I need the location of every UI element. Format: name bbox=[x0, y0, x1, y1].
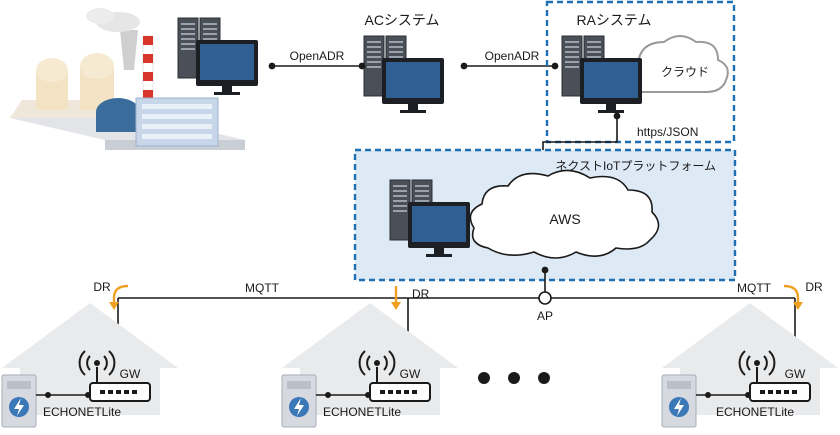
home-3-gw-label: GW bbox=[785, 367, 806, 381]
ra-system-workstation bbox=[561, 35, 643, 114]
server-rack-icon bbox=[177, 17, 259, 96]
home-1-gw-label: GW bbox=[120, 367, 141, 381]
link-endpoint bbox=[460, 62, 468, 70]
openadr-right-label: OpenADR bbox=[485, 49, 540, 63]
mqtt-left-label: MQTT bbox=[245, 281, 280, 295]
home-2-dr-label: DR bbox=[412, 287, 430, 301]
aws-cloud-icon bbox=[469, 169, 660, 259]
ra-system-frame bbox=[545, 0, 736, 144]
monitor-icon bbox=[561, 35, 643, 114]
mqtt-right-label: MQTT bbox=[737, 281, 772, 295]
ac-system-workstation bbox=[363, 35, 445, 114]
home-2-gw-label: GW bbox=[400, 367, 421, 381]
link-endpoint bbox=[358, 62, 366, 70]
https-json-label: https/JSON bbox=[637, 125, 698, 139]
link-endpoint bbox=[268, 62, 276, 70]
link-endpoint bbox=[613, 112, 621, 120]
home-3-device-label: ECHONETLite bbox=[716, 405, 794, 419]
home-3-dr-label: DR bbox=[805, 280, 823, 294]
ellipsis-icon bbox=[478, 372, 550, 384]
aws-label: AWS bbox=[549, 211, 580, 227]
home-1-device-label: ECHONETLite bbox=[43, 405, 121, 419]
ap-node bbox=[538, 291, 552, 305]
power-plant-icon bbox=[10, 8, 245, 150]
ac-system-label: ACシステム bbox=[364, 12, 439, 28]
home-1-dr-label: DR bbox=[93, 280, 111, 294]
ra-system-label: RAシステム bbox=[576, 12, 651, 28]
home-2-device-label: ECHONETLite bbox=[323, 405, 401, 419]
dr-arrow-icon bbox=[391, 286, 401, 310]
monitor-icon bbox=[363, 35, 445, 114]
link-endpoint bbox=[541, 266, 549, 274]
utility-workstation bbox=[177, 17, 259, 96]
link-endpoint bbox=[551, 62, 559, 70]
cloud-label: クラウド bbox=[661, 65, 709, 79]
platform-label: ネクストIoTプラットフォーム bbox=[555, 159, 716, 173]
ap-label: AP bbox=[537, 309, 553, 323]
openadr-left-label: OpenADR bbox=[290, 49, 345, 63]
